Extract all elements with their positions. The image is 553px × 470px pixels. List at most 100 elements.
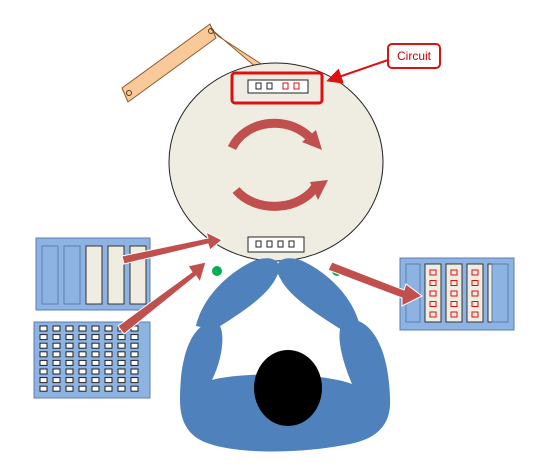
rack-component — [471, 280, 479, 286]
rack-component — [471, 311, 479, 318]
tray-component — [91, 342, 100, 349]
tray-component — [104, 334, 113, 341]
circuit-highlight-box — [230, 71, 324, 105]
tray-component — [39, 359, 48, 366]
tray-component — [104, 359, 113, 366]
tray-component — [65, 334, 74, 341]
tray-component — [39, 325, 48, 332]
turntable — [168, 62, 384, 262]
callout-leader — [326, 59, 389, 84]
robot-arm-segment-1 — [121, 23, 217, 103]
rack-component — [429, 301, 437, 307]
tray-component — [91, 325, 100, 332]
flow-arrow-bottom-left — [117, 261, 207, 335]
tray-component — [130, 368, 139, 375]
tray-component — [78, 325, 87, 332]
tray-component — [117, 368, 126, 375]
rack-component — [450, 269, 458, 276]
arm-joint — [126, 90, 132, 96]
tray-component — [117, 385, 126, 392]
tray-component — [104, 351, 113, 358]
tray-component — [65, 385, 74, 392]
callout-box — [387, 43, 441, 69]
tray-component — [104, 325, 113, 332]
tray-component — [130, 342, 139, 349]
tray-component — [130, 359, 139, 366]
tray-component — [78, 342, 87, 349]
circuit-board-bottom — [247, 236, 305, 253]
rack-component — [471, 301, 479, 307]
rack-component — [450, 301, 458, 307]
tray-component — [65, 351, 74, 358]
tray-component — [91, 351, 100, 358]
tray-component — [52, 359, 61, 366]
tray-component — [130, 351, 139, 358]
tray-component — [39, 342, 48, 349]
tray-component — [78, 377, 87, 384]
tray-component — [91, 377, 100, 384]
rack-slot-filled — [466, 263, 484, 323]
tray-component — [65, 342, 74, 349]
parts-rack-left-top — [35, 237, 151, 311]
tray-component — [117, 351, 126, 358]
operator-head — [254, 350, 322, 426]
tray-component — [91, 359, 100, 366]
rack-component — [450, 311, 458, 318]
tray-component — [78, 385, 87, 392]
tray-component — [117, 342, 126, 349]
tray-component — [91, 385, 100, 392]
tray-component — [52, 334, 61, 341]
rack-component — [450, 290, 458, 297]
tray-component — [65, 325, 74, 332]
tray-component — [65, 377, 74, 384]
tray-component — [65, 359, 74, 366]
tray-component — [104, 385, 113, 392]
operator-icon — [180, 258, 391, 452]
rack-component — [471, 290, 479, 297]
tray-component — [104, 377, 113, 384]
output-rack-right — [399, 257, 515, 331]
indicator-light-left — [212, 266, 222, 276]
callout-label: Circuit — [397, 49, 432, 63]
tray-component — [78, 359, 87, 366]
rack-component — [429, 269, 437, 276]
tray-component — [78, 351, 87, 358]
tray-component — [91, 334, 100, 341]
tray-component — [52, 385, 61, 392]
tray-component — [91, 368, 100, 375]
flow-arrow-right — [327, 261, 423, 307]
tray-component — [130, 385, 139, 392]
tray-component — [52, 377, 61, 384]
tray-component — [39, 334, 48, 341]
rack-component — [429, 280, 437, 286]
tray-component — [117, 377, 126, 384]
tray-component — [39, 351, 48, 358]
rack-slot-filled — [445, 263, 463, 323]
rack-slot-empty — [491, 263, 509, 323]
tray-component — [130, 377, 139, 384]
tray-component — [130, 334, 139, 341]
tray-component — [52, 342, 61, 349]
tray-component — [39, 385, 48, 392]
rack-component — [429, 290, 437, 297]
tray-component — [52, 325, 61, 332]
tray-component — [39, 377, 48, 384]
tray-component — [65, 368, 74, 375]
tray-component — [117, 334, 126, 341]
tray-component — [39, 368, 48, 375]
arm-joint — [208, 28, 214, 34]
rack-component — [429, 311, 437, 318]
rack-component — [471, 269, 479, 276]
circuit-board-top — [247, 79, 309, 94]
rack-component — [450, 280, 458, 286]
tray-component — [104, 342, 113, 349]
tray-component — [52, 368, 61, 375]
flow-arrow-top-left — [121, 231, 223, 265]
tray-component — [104, 368, 113, 375]
tray-component — [52, 351, 61, 358]
rotation-icon — [227, 118, 328, 211]
tray-component — [117, 359, 126, 366]
tray-component — [78, 334, 87, 341]
parts-tray-left-bottom — [33, 321, 151, 399]
